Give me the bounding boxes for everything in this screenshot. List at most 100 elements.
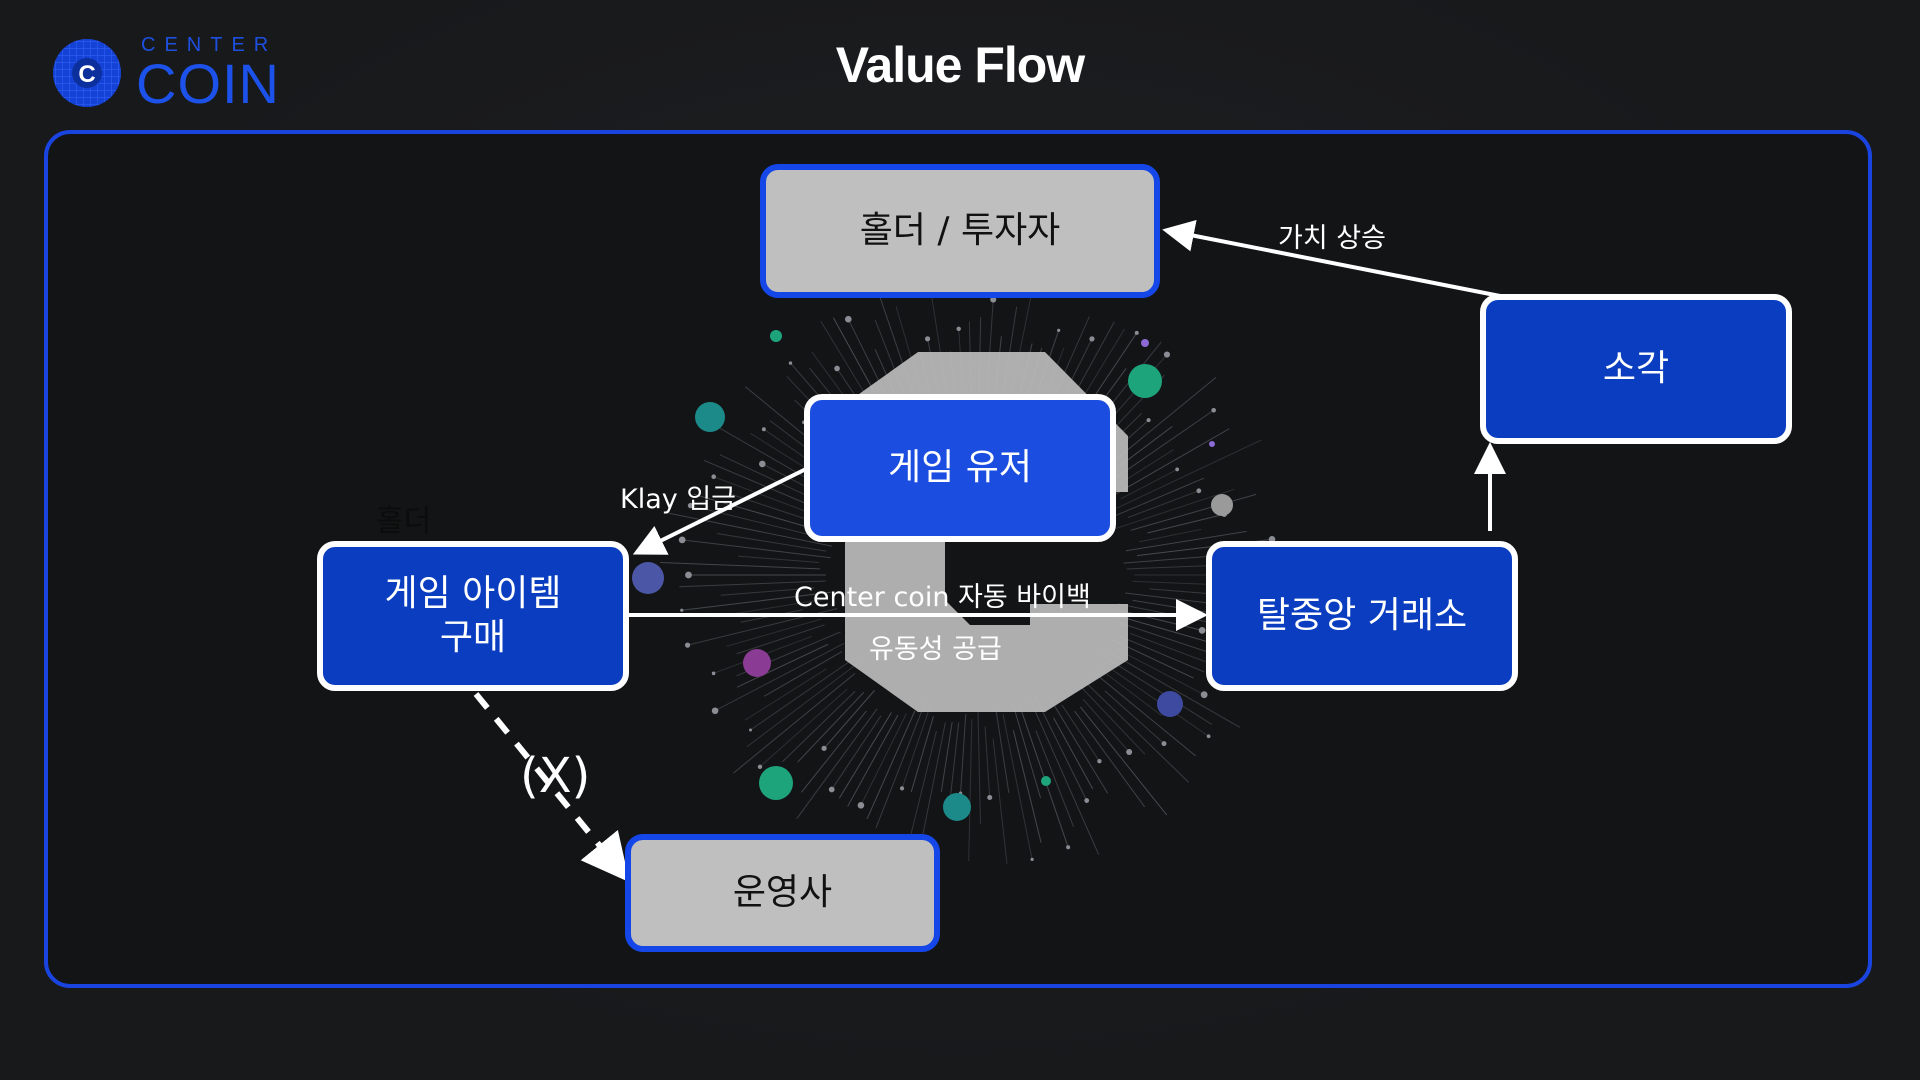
- burst-line: [1093, 671, 1196, 757]
- burst-line: [1119, 449, 1174, 485]
- burst-line: [984, 726, 991, 798]
- dot-icon: [1141, 339, 1149, 347]
- burst-dot: [1206, 734, 1211, 739]
- burst-line: [1129, 632, 1213, 665]
- burst-dot: [1030, 857, 1034, 861]
- burst-dot: [1126, 749, 1133, 756]
- burst-line: [1123, 554, 1220, 564]
- burst-line: [1080, 706, 1168, 816]
- dot-icon: [1211, 494, 1233, 516]
- burst-line: [1074, 710, 1146, 808]
- burst-line: [940, 722, 953, 792]
- burst-line: [1110, 488, 1235, 531]
- burst-line: [977, 710, 981, 824]
- burst-line: [1147, 513, 1225, 534]
- screen-icon: [743, 649, 771, 677]
- burst-line: [1120, 468, 1178, 500]
- burst-line: [714, 642, 845, 712]
- center-coin-logo: C CENTER COIN: [52, 34, 282, 115]
- burst-line: [736, 624, 825, 655]
- burst-line: [1080, 685, 1146, 755]
- burst-line: [681, 591, 832, 611]
- burst-dot: [828, 786, 835, 793]
- burst-line: [1012, 703, 1042, 799]
- burst-dot: [711, 707, 719, 715]
- burst-line: [720, 587, 815, 596]
- burst-dot: [1066, 845, 1071, 850]
- klay-deposit-label: Klay 입금: [620, 484, 736, 515]
- burst-line: [838, 712, 892, 799]
- burst-line: [995, 709, 1010, 794]
- burst-dot: [685, 571, 692, 579]
- logo-small-text: CENTER: [141, 34, 278, 56]
- burst-line: [733, 673, 856, 774]
- burst-dot: [1198, 627, 1206, 634]
- coin-logo-icon: C: [53, 39, 121, 107]
- burst-dot: [1196, 488, 1202, 494]
- burst-line: [750, 657, 856, 731]
- burst-line: [1082, 698, 1130, 753]
- burst-dot: [834, 365, 840, 372]
- burst-line: [1053, 717, 1094, 790]
- burst-line: [908, 730, 937, 842]
- holder-small-label: 홀더: [376, 504, 432, 539]
- burst-line: [726, 618, 822, 647]
- blocked-x-mark: (X): [520, 748, 591, 804]
- burst-line: [1048, 697, 1109, 794]
- arrow-burn-to-holder: [1162, 219, 1501, 298]
- logo-mark-letter: C: [78, 61, 95, 88]
- value-rise-label: 가치 상승: [1278, 223, 1386, 254]
- burst-dot: [924, 336, 931, 342]
- burst-dot: [684, 642, 691, 648]
- burst-dot: [788, 361, 793, 365]
- burst-line: [1117, 609, 1203, 631]
- burst-line: [738, 555, 820, 564]
- burst-line: [901, 704, 932, 789]
- burst-dot: [899, 786, 905, 791]
- burst-line: [1130, 493, 1257, 531]
- burst-line: [1102, 648, 1241, 728]
- burst-line: [763, 651, 843, 697]
- dex-node: 탈중앙 거래소: [1206, 541, 1518, 691]
- slide-title: Value Flow: [835, 37, 1085, 93]
- burst-line: [1139, 528, 1202, 543]
- burst-line: [796, 708, 878, 819]
- burst-dot: [844, 315, 852, 323]
- burst-line: [746, 660, 861, 748]
- burst-line: [866, 710, 916, 820]
- operator-node: 운영사: [625, 834, 940, 952]
- burst-dot: [678, 536, 686, 544]
- burst-line: [860, 713, 907, 806]
- burst-line: [660, 561, 820, 570]
- burst-dot: [687, 502, 694, 509]
- logo-big-text: COIN: [136, 52, 280, 115]
- burst-dot: [1134, 330, 1139, 335]
- burst-dot: [1175, 467, 1180, 472]
- burst-dot: [757, 764, 763, 770]
- dot-icon: [1209, 441, 1215, 447]
- burst-dot: [1161, 741, 1167, 747]
- burst-line: [668, 512, 832, 547]
- burst-line: [1012, 730, 1042, 843]
- burst-line: [800, 710, 867, 793]
- burst-line: [1104, 690, 1165, 744]
- buyback-label: Center coin 자동 바이백: [794, 582, 1091, 613]
- burst-line: [744, 668, 827, 721]
- burst-dot: [857, 802, 865, 809]
- burst-line: [759, 688, 848, 768]
- burst-dot: [1200, 691, 1208, 699]
- trash-icon: [1128, 364, 1162, 398]
- holder-investor-node: 홀더 / 투자자: [760, 164, 1160, 298]
- wifi-icon: [1157, 691, 1183, 717]
- burst-dot: [711, 671, 716, 676]
- burst-line: [847, 714, 899, 807]
- burst-dot: [761, 427, 766, 432]
- burst-line: [1034, 695, 1088, 801]
- burst-line: [949, 722, 960, 802]
- burst-line: [918, 722, 946, 852]
- dot-icon: [770, 330, 782, 342]
- burst-dot: [1084, 798, 1090, 803]
- burst-line: [831, 715, 882, 790]
- burst-line: [690, 505, 809, 535]
